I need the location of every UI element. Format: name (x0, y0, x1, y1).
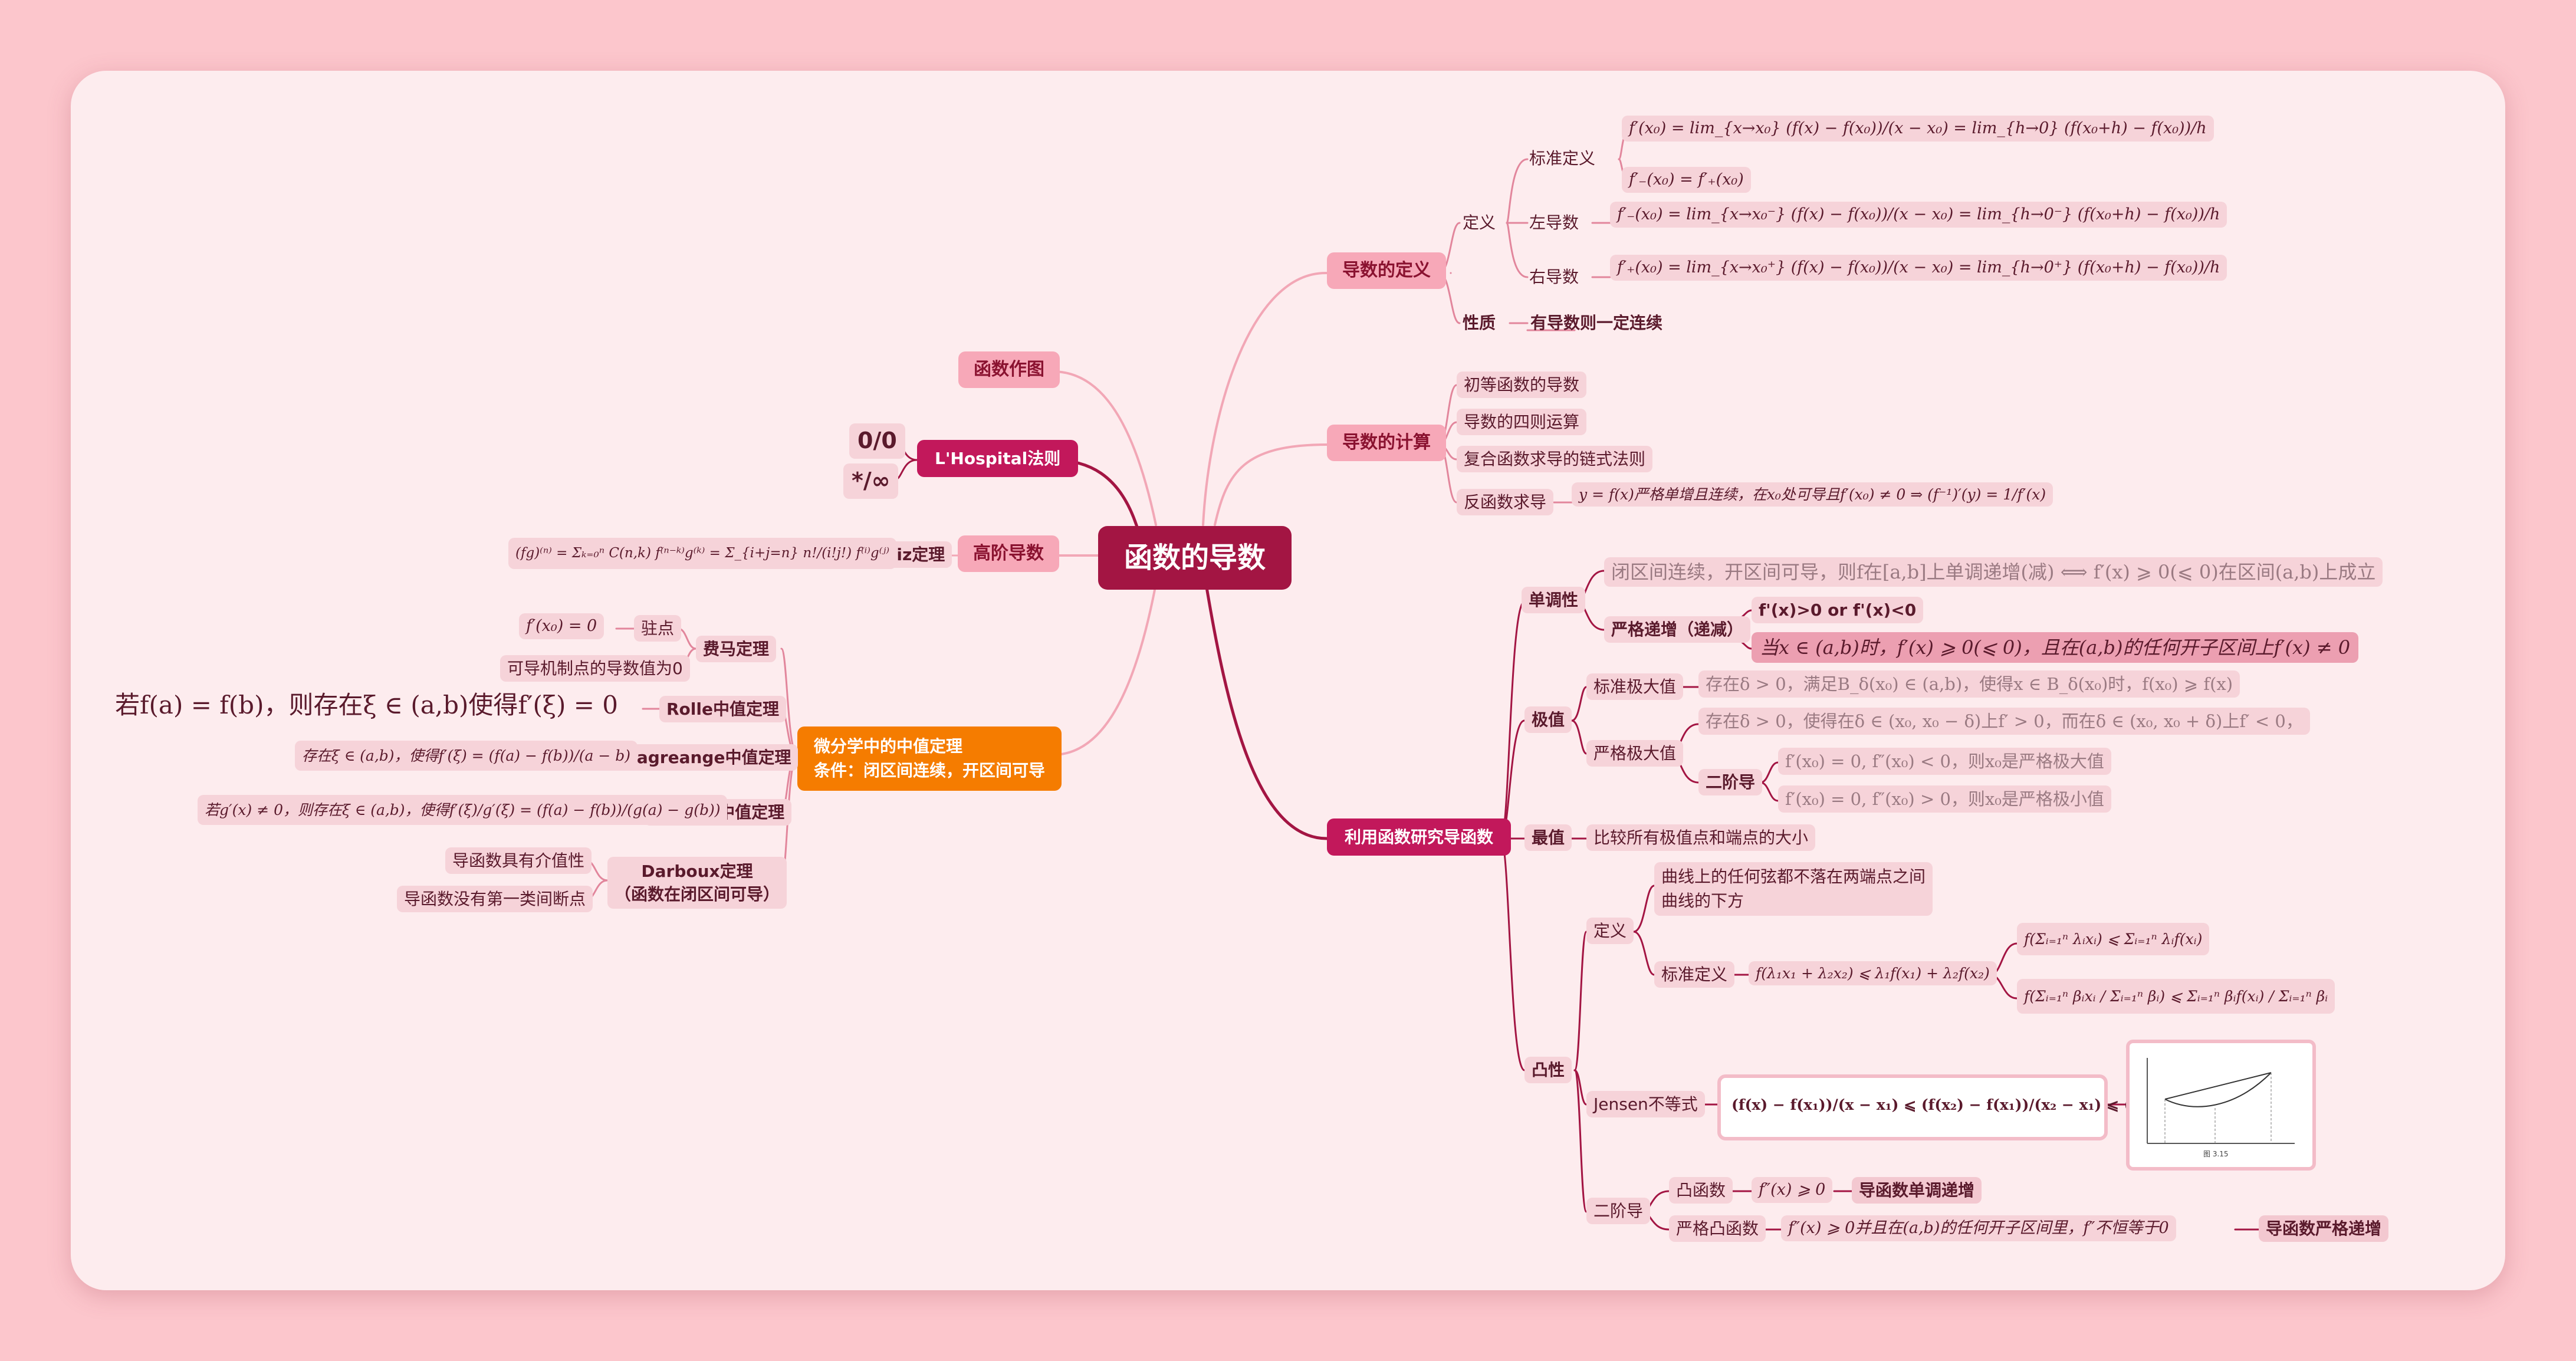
node-lh-zero-over-zero[interactable]: 0/0 (849, 423, 905, 459)
link-root-plot (1052, 370, 1157, 526)
node-monotonicity[interactable]: 单调性 (1522, 587, 1586, 613)
node-fermat-extrema: 可导机制点的导数值为0 (500, 655, 690, 682)
formula-strict-max-test: f′(x₀) = 0, f″(x₀) < 0，则x₀是严格极大值 (1778, 748, 2111, 775)
root-node[interactable]: 函数的导数 (1098, 526, 1292, 590)
node-lagrange[interactable]: Lagreange中值定理 (619, 744, 799, 771)
node-inverse-derivative[interactable]: 反函数求导 (1457, 489, 1554, 515)
node-convexity[interactable]: 凸性 (1524, 1057, 1572, 1083)
node-darboux[interactable]: Darboux定理（函数在闭区间可导） (607, 857, 787, 909)
node-convex-definition[interactable]: 定义 (1586, 918, 1634, 944)
node-rolle[interactable]: Rolle中值定理 (659, 696, 786, 722)
node-derivative-computation[interactable]: 导数的计算 (1327, 425, 1446, 461)
node-convex-second-derivative[interactable]: 二阶导 (1586, 1198, 1651, 1224)
node-max-value[interactable]: 最值 (1524, 824, 1572, 851)
node-darboux-no-jump: 导函数没有第一类间断点 (397, 886, 593, 912)
formula-inverse-derivative: y = f(x)严格单增且连续，在x₀处可导且f′(x₀) ≠ 0 ⇒ (f⁻¹… (1572, 482, 2053, 507)
formula-convex-weighted-lambda: f(Σᵢ₌₁ⁿ λᵢxᵢ) ⩽ Σᵢ₌₁ⁿ λᵢf(xᵢ) (2017, 923, 2210, 956)
node-convex-def-text: 曲线上的任何弦都不落在两端点之间曲线的下方 (1654, 862, 1933, 916)
node-darboux-intermediate: 导函数具有介值性 (445, 847, 592, 874)
formula-cauchy: 若g′(x) ≠ 0，则存在ξ ∈ (a,b)，使得f′(ξ)/g′(ξ) = … (198, 795, 728, 826)
node-standard-maximum[interactable]: 标准极大值 (1586, 673, 1684, 700)
node-convex-function[interactable]: 凸函数 (1669, 1177, 1733, 1204)
node-derivative-strictly-increasing: 导函数严格递增 (2259, 1215, 2389, 1242)
link-root-computation (1214, 443, 1328, 526)
node-higher-derivative[interactable]: 高阶导数 (958, 535, 1059, 572)
formula-std-definition: f′(x₀) = lim_{x→x₀} (f(x) − f(x₀))/(x − … (1622, 116, 2214, 142)
convexity-graph: 图 3.15 (2147, 1058, 2295, 1158)
node-derivative-definition[interactable]: 导数的定义 (1327, 252, 1446, 289)
link-root-study (1204, 582, 1329, 840)
node-elementary-derivatives[interactable]: 初等函数的导数 (1457, 372, 1587, 398)
node-lh-inf-over-inf[interactable]: */∞ (843, 463, 899, 499)
node-convex-std-definition[interactable]: 标准定义 (1654, 961, 1735, 988)
formula-convex-function: f″(x) ⩾ 0 (1752, 1177, 1833, 1203)
formula-standard-maximum: 存在δ > 0，满足B_δ(x₀) ∈ (a,b)，使得x ∈ B_δ(x₀)时… (1698, 670, 2240, 698)
node-fermat[interactable]: 费马定理 (696, 636, 777, 662)
node-extremum[interactable]: 极值 (1524, 706, 1572, 733)
node-strict-convex-function[interactable]: 严格凸函数 (1669, 1215, 1766, 1242)
formula-lagrange: 存在ξ ∈ (a,b)，使得f′(ξ) = (f(a) − f(b))/(a −… (295, 741, 638, 771)
node-chain-rule[interactable]: 复合函数求导的链式法则 (1457, 446, 1653, 472)
link-root-definition (1202, 271, 1328, 526)
node-study-derivative[interactable]: 利用函数研究导函数 (1327, 818, 1512, 856)
node-property-continuous: 有导数则一定连续 (1530, 313, 1663, 333)
formula-fermat: f′(x₀) = 0 (519, 613, 604, 639)
node-right-derivative[interactable]: 右导数 (1529, 267, 1579, 287)
node-mean-value-theorems[interactable]: 微分学中的中值定理条件：闭区间连续，开区间可导 (797, 726, 1062, 791)
node-strict-derivative-sign: f'(x)>0 or f'(x)<0 (1752, 597, 1924, 623)
convexity-figure: 图 3.15 (2126, 1040, 2316, 1171)
node-second-derivative-test[interactable]: 二阶导 (1698, 769, 1763, 795)
node-strict-maximum[interactable]: 严格极大值 (1586, 740, 1684, 767)
node-arithmetic-rules[interactable]: 导数的四则运算 (1457, 409, 1587, 435)
figure-caption: 图 3.15 (2203, 1150, 2229, 1158)
node-left-derivative[interactable]: 左导数 (1529, 213, 1579, 232)
formula-leibniz: (fg)⁽ⁿ⁾ = Σₖ₌₀ⁿ C(n,k) f⁽ⁿ⁻ᵏ⁾g⁽ᵏ⁾ = Σ_{i… (508, 538, 896, 569)
formula-one-sided-equal: f′₋(x₀) = f′₊(x₀) (1622, 167, 1751, 193)
node-stationary-point: 驻点 (634, 615, 682, 642)
formula-strict-convex: f″(x) ⩾ 0并且在(a,b)的任何开子区间里，f″不恒等于0 (1781, 1215, 2176, 1241)
jensen-formula-box: (f(x) − f(x₁))/(x − x₁) ⩽ (f(x₂) − f(x₁)… (1717, 1074, 2291, 1140)
node-derivative-increasing: 导函数单调递增 (1852, 1177, 1982, 1204)
node-strict-monotonic[interactable]: 严格递增（递减） (1604, 616, 1751, 643)
formula-convex-weighted-beta: f(Σᵢ₌₁ⁿ βᵢxᵢ / Σᵢ₌₁ⁿ βᵢ) ⩽ Σᵢ₌₁ⁿ βᵢf(xᵢ)… (2017, 979, 2335, 1014)
node-jensen[interactable]: Jensen不等式 (1586, 1091, 1705, 1117)
node-function-plot[interactable]: 函数作图 (958, 351, 1060, 388)
node-compare-extrema: 比较所有极值点和端点的大小 (1586, 824, 1816, 851)
formula-convex-two-point: f(λ₁x₁ + λ₂x₂) ⩽ λ₁f(x₁) + λ₂f(x₂) (1749, 961, 1997, 986)
formula-rolle: 若f(a) = f(b)，则存在ξ ∈ (a,b)使得f′(ξ) = 0 (115, 691, 619, 719)
node-lhospital[interactable]: L'Hospital法则 (917, 440, 1079, 477)
node-def[interactable]: 定义 (1463, 213, 1496, 232)
formula-strict-min-test: f′(x₀) = 0, f″(x₀) > 0，则x₀是严格极小值 (1778, 785, 2111, 813)
formula-right-derivative: f′₊(x₀) = lim_{x→x₀⁺} (f(x) − f(x₀))/(x … (1610, 255, 2227, 281)
node-property[interactable]: 性质 (1463, 313, 1496, 333)
node-std-definition[interactable]: 标准定义 (1529, 149, 1596, 168)
link-root-mvt (1052, 583, 1157, 756)
formula-left-derivative: f′₋(x₀) = lim_{x→x₀⁻} (f(x) − f(x₀))/(x … (1610, 202, 2227, 228)
formula-strict-maximum: 存在δ > 0，使得在δ ∈ (x₀, x₀ − δ)上f′ > 0，而在δ ∈… (1698, 708, 2310, 735)
formula-strict-monotonic: 当x ∈ (a,b)时，f′(x) ⩾ 0(⩽ 0)，且在(a,b)的任何开子区… (1752, 632, 2359, 663)
formula-monotonic-condition: 闭区间连续，开区间可导，则f在[a,b]上单调递增(减) ⟺ f′(x) ⩾ 0… (1604, 557, 2383, 587)
